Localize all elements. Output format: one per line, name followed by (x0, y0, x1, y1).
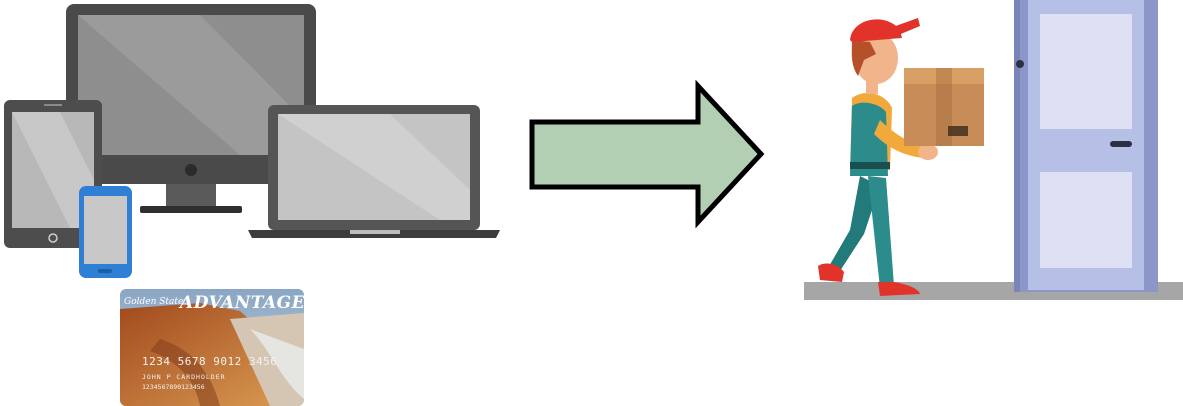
delivery-worker-icon (818, 18, 984, 296)
cardboard-box-icon (904, 68, 984, 146)
cardholder-name: JOHN P CARDHOLDER (142, 373, 226, 381)
devices-illustration (0, 0, 510, 285)
front-door-icon (1014, 0, 1158, 292)
card-brand-main: ADVANTAGE (180, 293, 304, 313)
card-number: 1234 5678 9012 3456 (142, 355, 277, 368)
laptop-icon (248, 105, 500, 238)
smartphone-icon (79, 186, 132, 278)
card-brand-script: Golden State (124, 297, 183, 307)
delivery-illustration (790, 0, 1183, 310)
ebt-card: Golden State ADVANTAGE 1234 5678 9012 34… (120, 289, 304, 406)
card-account-number: 1234567890123456 (142, 383, 205, 391)
right-arrow-icon (525, 80, 770, 230)
